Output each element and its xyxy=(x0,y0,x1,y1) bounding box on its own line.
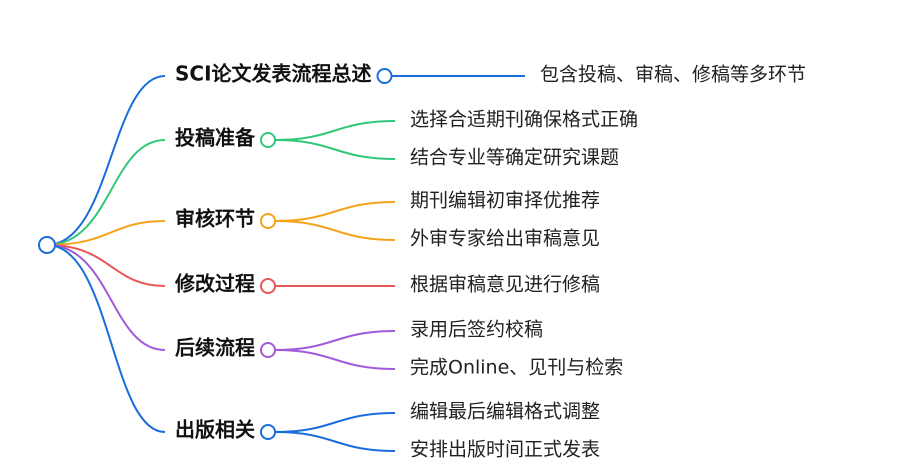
root-branch-edge xyxy=(46,139,166,246)
branch-label: 后续流程 xyxy=(175,336,255,360)
branch-node-circle[interactable] xyxy=(260,132,276,148)
branch-leaf-edge xyxy=(274,139,396,160)
leaf-label: 结合专业等确定研究课题 xyxy=(410,147,619,169)
branch-leaf-edge xyxy=(274,220,396,241)
branch-node-circle[interactable] xyxy=(260,424,276,440)
branch-leaf-edge xyxy=(274,412,396,433)
branch-leaf-edge xyxy=(274,431,396,452)
branch-label: 修改过程 xyxy=(174,272,255,296)
leaf-label: 编辑最后编辑格式调整 xyxy=(410,401,600,423)
mindmap-edges xyxy=(46,75,525,452)
leaf-label: 根据审稿意见进行修稿 xyxy=(410,274,600,296)
branch-leaf-edge xyxy=(274,349,396,370)
leaf-label: 完成Online、见刊与检索 xyxy=(410,357,623,379)
leaf-label: 期刊编辑初审择优推荐 xyxy=(410,190,600,212)
leaf-label: 外审专家给出审稿意见 xyxy=(410,228,600,250)
root-branch-edge xyxy=(46,220,166,246)
branch-label: 审核环节 xyxy=(175,207,255,231)
branch-leaf-edge xyxy=(274,330,396,351)
root-node-circle[interactable] xyxy=(38,236,56,254)
branch-node-circle[interactable] xyxy=(260,278,276,294)
root-branch-edge xyxy=(46,244,166,433)
leaf-label: 包含投稿、审稿、修稿等多环节 xyxy=(540,64,806,86)
branch-label: 投稿准备 xyxy=(175,126,256,150)
branch-node-circle[interactable] xyxy=(376,68,393,84)
leaf-label: 录用后签约校稿 xyxy=(410,319,543,341)
leaf-label: 安排出版时间正式发表 xyxy=(410,439,600,461)
leaf-label: 选择合适期刊确保格式正确 xyxy=(410,109,638,131)
branch-label: 出版相关 xyxy=(175,418,255,442)
root-branch-edge xyxy=(46,75,166,246)
branch-node-circle[interactable] xyxy=(260,213,276,229)
branch-label: SCI论文发表流程总述 xyxy=(175,62,372,86)
root-branch-edge xyxy=(46,244,166,287)
branch-leaf-edge xyxy=(274,120,396,141)
root-branch-edge xyxy=(46,244,166,351)
branch-leaf-edge xyxy=(274,201,396,222)
branch-node-circle[interactable] xyxy=(260,342,276,358)
